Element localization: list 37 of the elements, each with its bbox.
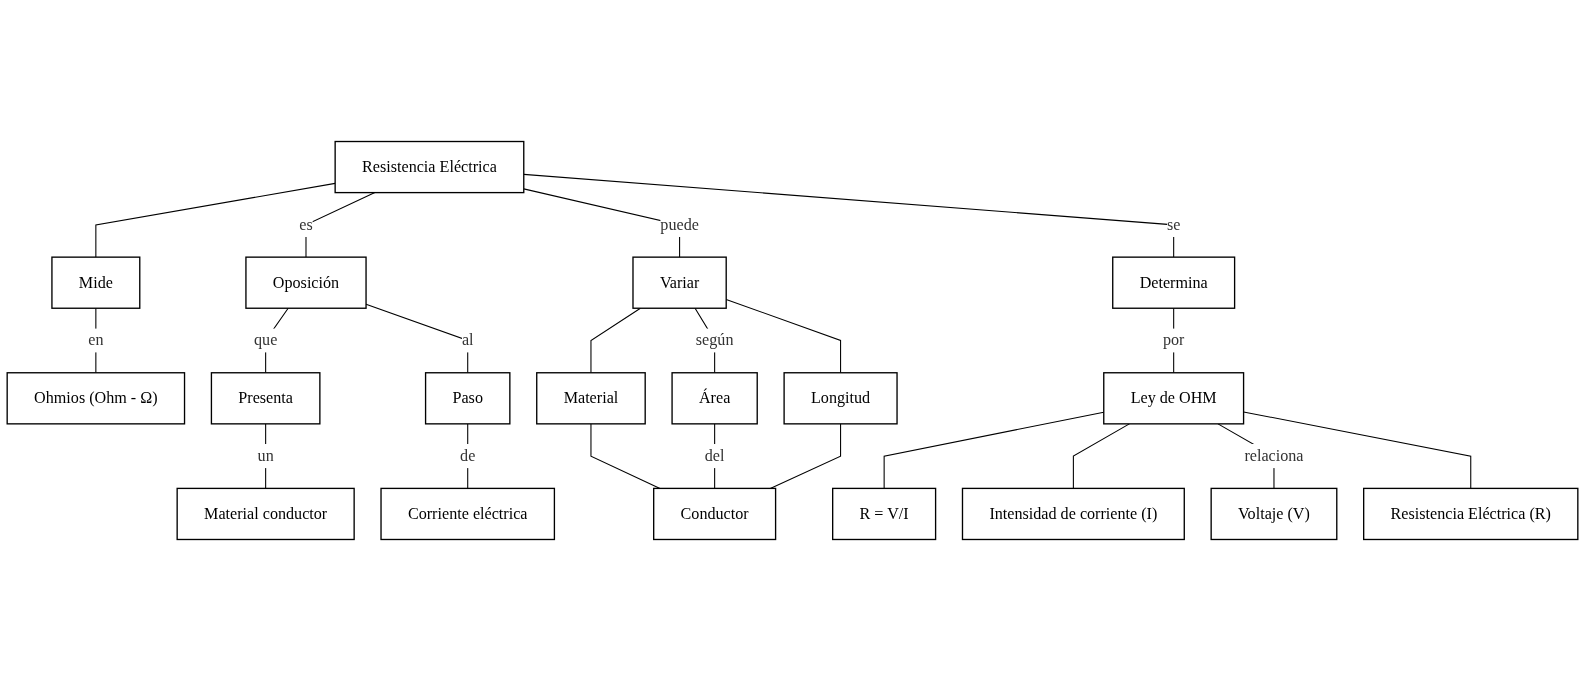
- node-box: Determina: [1112, 256, 1236, 309]
- node-box: Ley de OHM: [1103, 372, 1245, 425]
- edge-label: relaciona: [1244, 446, 1304, 465]
- connector: [769, 423, 842, 489]
- connector: [590, 307, 641, 374]
- edge-label: según: [695, 331, 734, 350]
- edge-label: puede: [660, 215, 699, 234]
- edge-label: al: [461, 331, 474, 350]
- edge-label: se: [1166, 215, 1181, 234]
- node-box: Variar: [632, 256, 727, 309]
- edge-label: un: [257, 446, 274, 465]
- node-box: Material conductor: [176, 487, 355, 541]
- connector: [1072, 423, 1130, 489]
- node-box: Oposición: [245, 256, 367, 309]
- connector: [95, 182, 336, 258]
- edge-label: es: [299, 215, 313, 234]
- node-box: Longitud: [783, 372, 898, 425]
- edge-label: de: [460, 446, 476, 465]
- node-box: Resistencia Eléctrica: [334, 140, 525, 194]
- node-box: Presenta: [210, 372, 321, 425]
- node-box: Intensidad de corriente (I): [961, 487, 1185, 541]
- edge-label: en: [88, 331, 104, 350]
- node-box: Resistencia Eléctrica (R): [1363, 487, 1579, 541]
- connector: [590, 423, 661, 489]
- node-box: Paso: [424, 372, 511, 425]
- edge-label: por: [1162, 331, 1185, 350]
- connector: [1243, 411, 1472, 489]
- node-box: Material: [536, 372, 646, 425]
- node-box: Corriente eléctrica: [380, 487, 556, 541]
- node-box: R = V/I: [832, 487, 937, 541]
- edge-label: del: [704, 446, 725, 465]
- node-box: Mide: [51, 256, 141, 309]
- node-box: Voltaje (V): [1210, 487, 1338, 541]
- node-box: Área: [671, 372, 758, 425]
- edge-label: que: [253, 331, 278, 350]
- node-box: Ohmios (Ohm - Ω): [6, 372, 186, 425]
- node-box: Conductor: [653, 487, 777, 541]
